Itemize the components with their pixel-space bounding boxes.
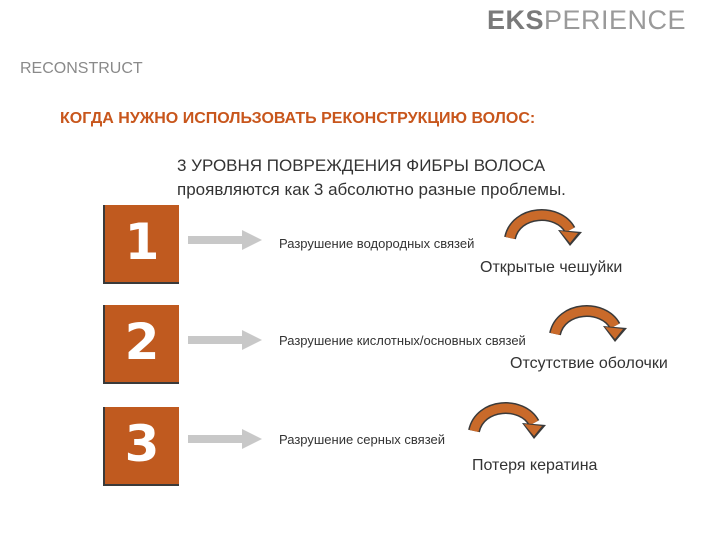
level-1-box: 1 (103, 205, 179, 284)
level-2-result: Отсутствие оболочки (510, 355, 668, 372)
subtitle: 3 УРОВНЯ ПОВРЕЖДЕНИЯ ФИБРЫ ВОЛОСА проявл… (177, 154, 566, 202)
level-1-number: 1 (124, 213, 160, 271)
level-1-result: Открытые чешуйки (480, 259, 623, 276)
level-2-box: 2 (103, 305, 179, 384)
level-3-arrow-icon (188, 429, 262, 449)
logo-light-text: PERIENCE (544, 5, 687, 35)
subtitle-line-2: проявляются как 3 абсолютно разные пробл… (177, 180, 566, 199)
level-1-curved-arrow-icon (504, 209, 582, 246)
level-1-cause: Разрушение водородных связей (279, 236, 475, 251)
level-2-cause: Разрушение кислотных/основных связей (279, 333, 526, 348)
subtitle-line-1: 3 УРОВНЯ ПОВРЕЖДЕНИЯ ФИБРЫ ВОЛОСА (177, 156, 546, 175)
level-3-result: Потеря кератина (472, 457, 598, 474)
level-3-curved-arrow-icon (468, 402, 546, 439)
logo-bold-text: EKS (487, 5, 545, 35)
level-3-number: 3 (124, 415, 160, 473)
brand-logo: EKSPERIENCE (487, 5, 686, 36)
page-title: КОГДА НУЖНО ИСПОЛЬЗОВАТЬ РЕКОНСТРУКЦИЮ В… (60, 110, 536, 127)
level-2-arrow-icon (188, 330, 262, 350)
level-2-curved-arrow-icon (549, 305, 627, 342)
level-3-box: 3 (103, 407, 179, 486)
level-3-cause: Разрушение серных связей (279, 432, 446, 447)
level-1-arrow-icon (188, 230, 262, 250)
level-2-number: 2 (124, 313, 160, 371)
section-label: RECONSTRUCT (20, 60, 143, 77)
